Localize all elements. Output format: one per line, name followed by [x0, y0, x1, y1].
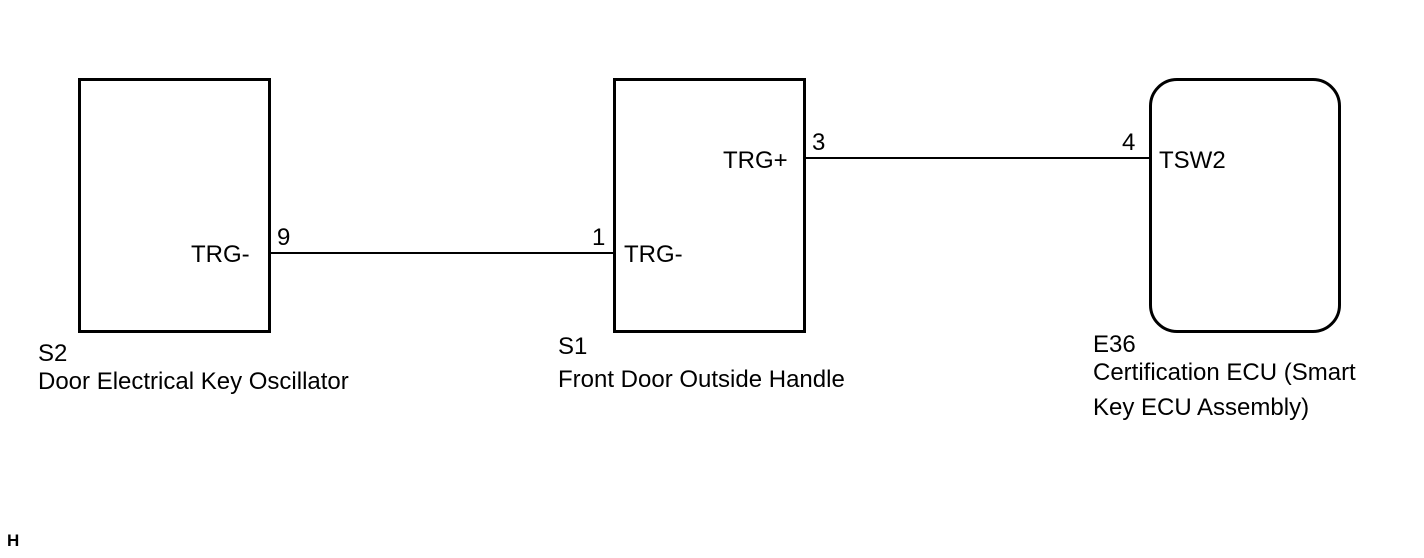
- corner-mark: H: [7, 531, 20, 550]
- wire-trg-plus: [806, 157, 1151, 159]
- handle-pin-in-label: TRG-: [624, 241, 683, 268]
- handle-pin-out-number: 3: [812, 129, 826, 156]
- oscillator-name: Door Electrical Key Oscillator: [38, 368, 349, 395]
- oscillator-code: S2: [38, 340, 68, 367]
- handle-box: [613, 78, 806, 333]
- oscillator-box: [78, 78, 271, 333]
- handle-pin-in-number: 1: [592, 224, 606, 251]
- ecu-box: [1149, 78, 1341, 333]
- oscillator-pin-number: 9: [277, 224, 291, 251]
- oscillator-pin-label: TRG-: [191, 241, 250, 268]
- wire-trg-minus: [271, 252, 614, 254]
- ecu-pin-number: 4: [1122, 129, 1136, 156]
- ecu-name-line2: Key ECU Assembly): [1093, 394, 1310, 421]
- ecu-code: E36: [1093, 331, 1136, 358]
- handle-name: Front Door Outside Handle: [558, 366, 845, 393]
- handle-code: S1: [558, 333, 588, 360]
- ecu-pin-label: TSW2: [1159, 147, 1226, 174]
- ecu-name-line1: Certification ECU (Smart: [1093, 359, 1356, 386]
- handle-pin-out-label: TRG+: [723, 147, 788, 174]
